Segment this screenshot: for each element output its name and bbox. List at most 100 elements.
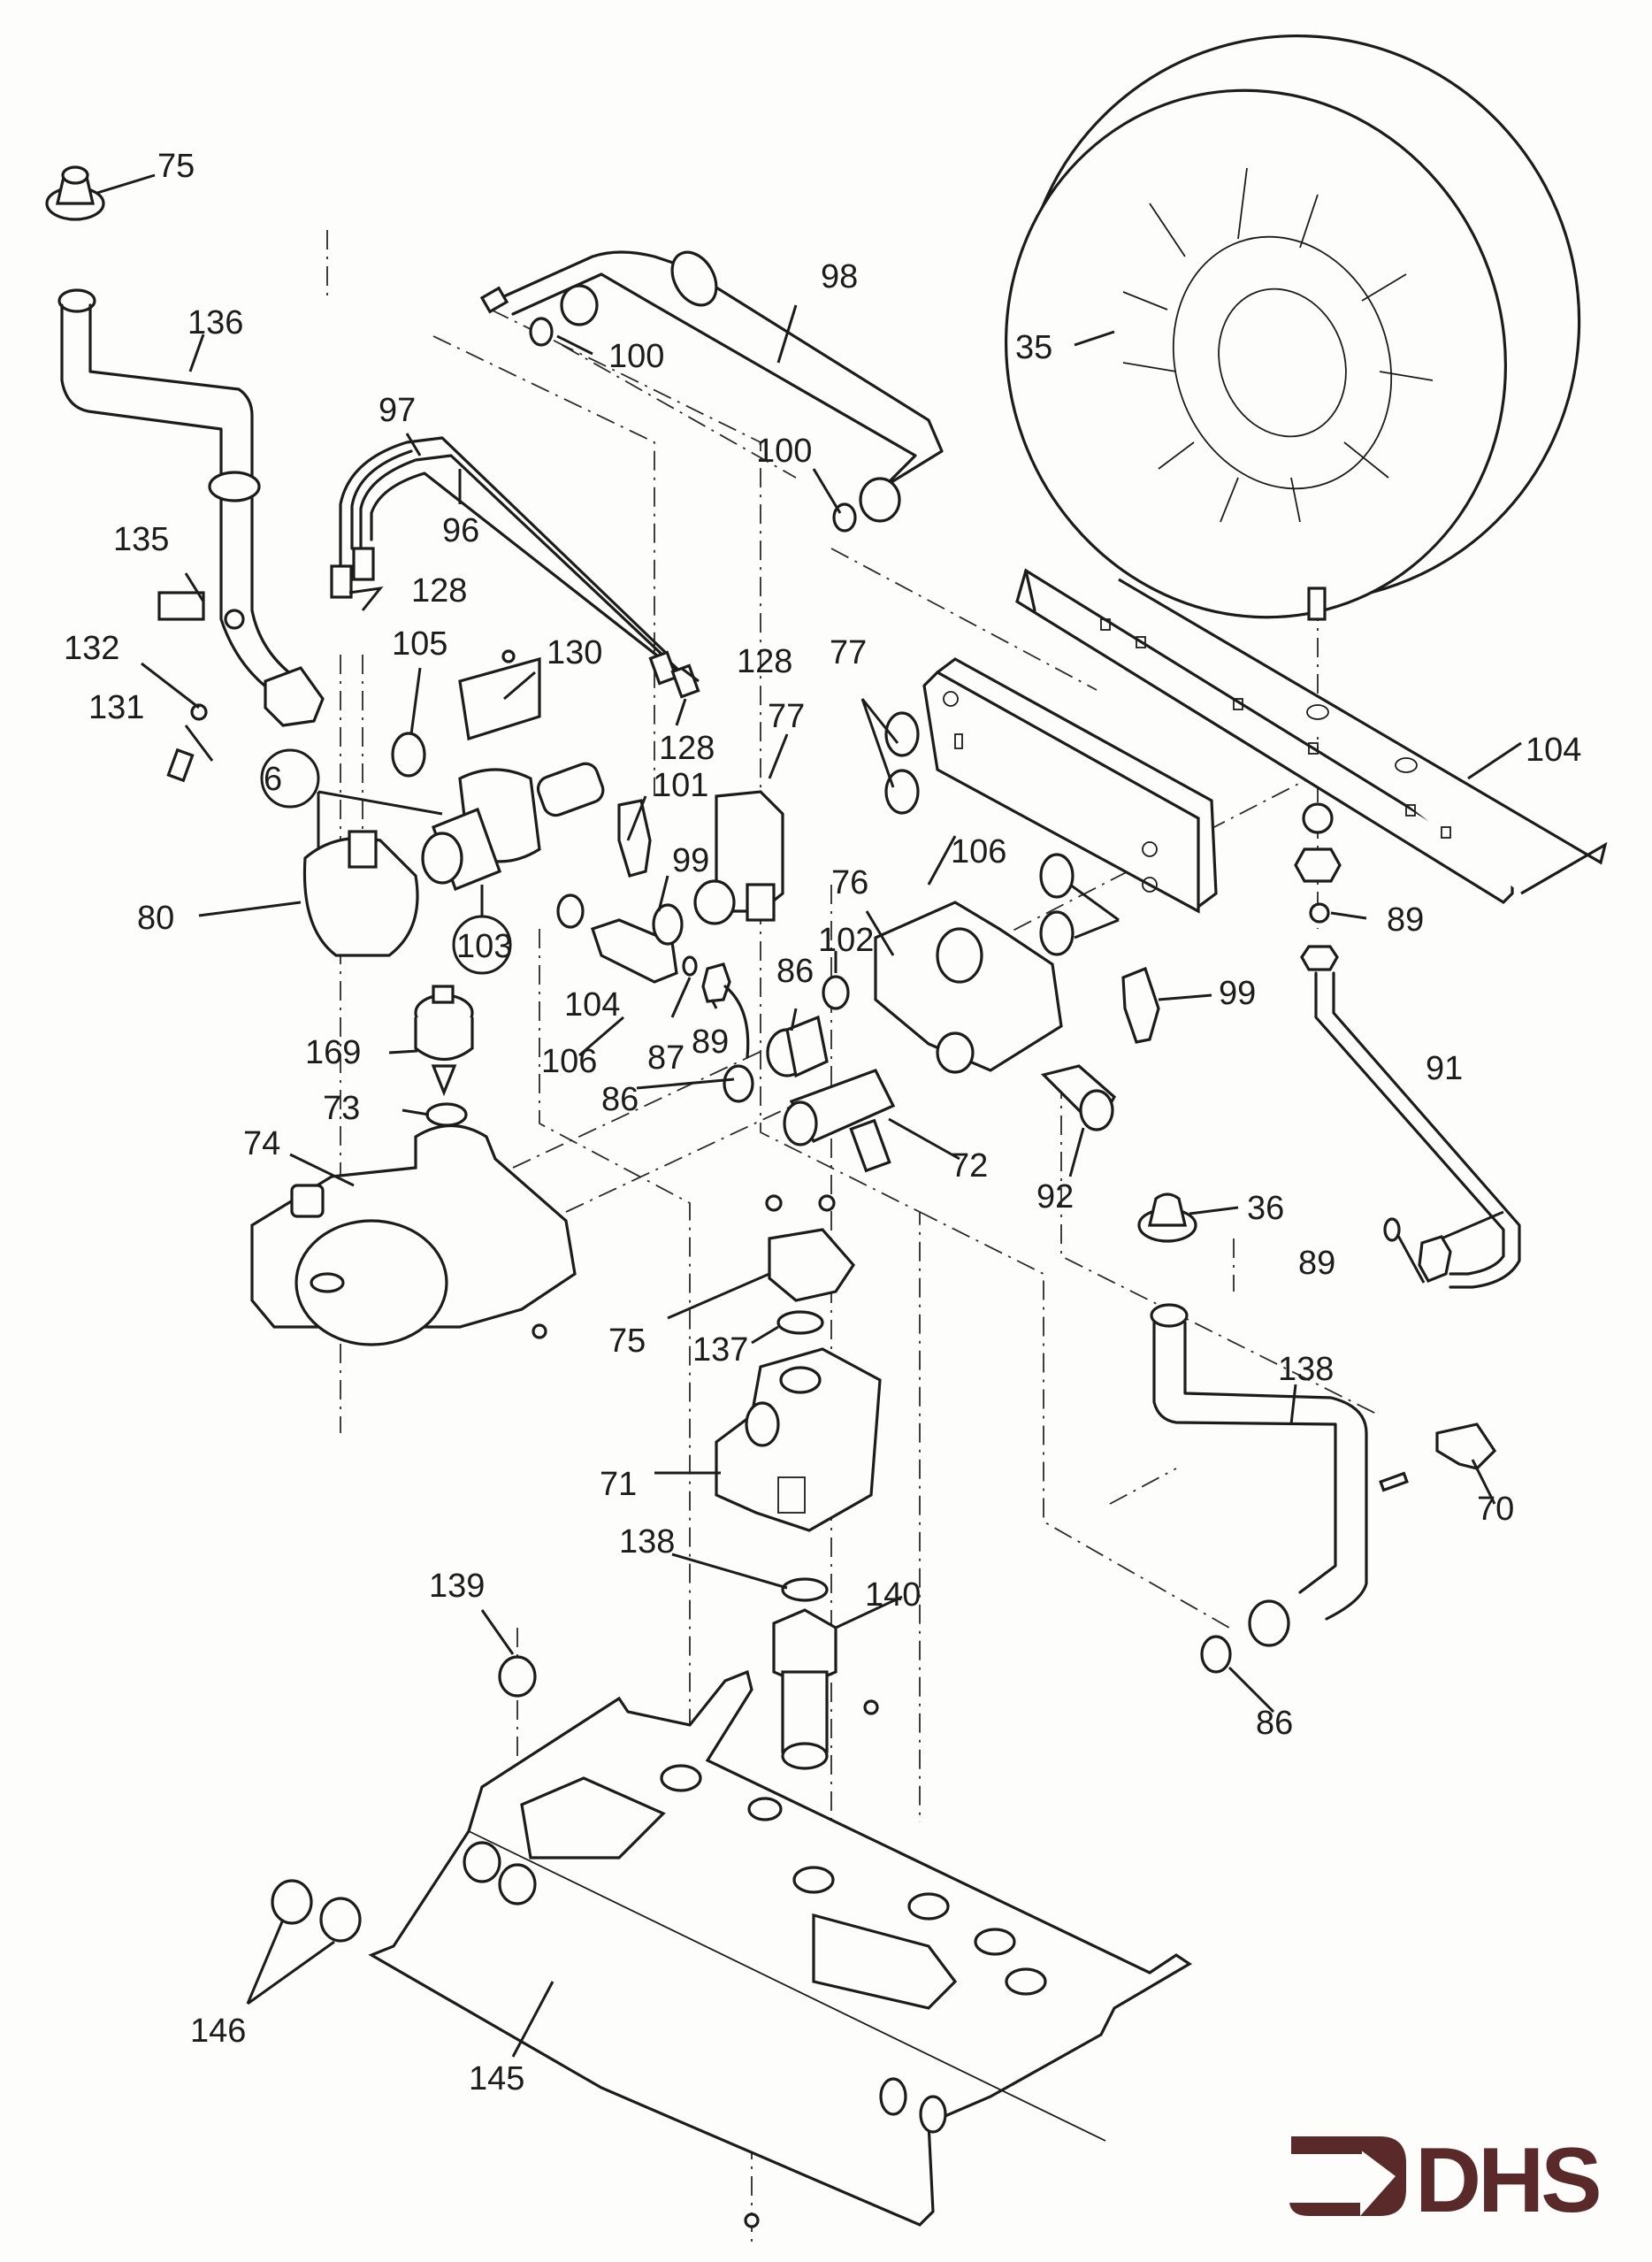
part-103-diverter-head [302,830,419,957]
part-77-seals [884,711,1075,956]
part-36-pipe [1314,971,1521,1289]
part-74-oring [425,1102,468,1127]
part-169-nut [701,962,731,1003]
part-71-clip [1379,1422,1497,1492]
label-140: 71 [600,1466,637,1503]
label-86-a: 102 [818,922,874,959]
part-130-bracket [458,649,541,741]
label-135: 135 [113,521,169,558]
part-104-valve-body [693,790,784,925]
part-145-grommets [271,1879,362,1943]
leader-lines [96,173,1522,2058]
label-70: 138 [1278,1351,1334,1388]
label-137: 75 [608,1323,646,1360]
part-99-clip-left [617,799,652,878]
part-91-drain-tap [1040,1064,1117,1131]
logo-text: DHS [1415,2132,1599,2220]
part-98-pipe [479,250,944,533]
label-92: 72 [951,1147,988,1185]
label-96: 96 [442,512,479,549]
label-89-b: 89 [1387,901,1424,939]
part-99-clip-right [1121,966,1160,1044]
label-98: 98 [821,258,858,295]
part-96-97-pipes [330,436,700,699]
label-97: 97 [379,392,416,429]
part-92-safety-valve [783,1069,896,1173]
label-106-b: 106 [541,1043,597,1080]
label-99-a: 101 [653,767,708,804]
part-87-adaptor [766,1015,829,1078]
label-102: 103 [456,928,512,965]
part-80-manifold [874,901,1063,1074]
label-136: 136 [187,304,243,341]
vessel-fixings [1294,802,1342,971]
label-86-c: 86 [1256,1705,1293,1742]
label-72: 74 [243,1125,280,1162]
part-75-grommet-top [45,165,105,221]
label-128-b: 128 [737,643,792,680]
arrow-logo-icon [1289,2136,1406,2216]
label-87: 86 [776,953,814,990]
part-140-gas-valve [715,1347,882,1532]
label-35: 35 [1015,329,1052,366]
callout-labels: 75 136 98 100 100 35 97 96 135 128 128 1… [64,148,1581,2097]
part-35-expansion-vessel [1004,34,1581,621]
part-104-connector [590,903,684,984]
label-100-a: 100 [608,338,664,375]
label-138-b: 138 [619,1523,675,1560]
label-76: 106 [951,833,1006,870]
label-36: 91 [1426,1050,1463,1087]
part-147-bottom-panel [368,1669,1193,2228]
label-89-c: 89 [1298,1245,1335,1282]
label-105: 105 [392,625,447,663]
part-70-pipe [1150,1303,1368,1647]
label-132: 132 [64,630,119,667]
label-128-c: 128 [659,730,715,767]
label-86-b: 86 [601,1081,639,1118]
part-139-gas-cock [772,1608,879,1770]
label-71: 70 [1477,1491,1514,1528]
label-73: 169 [305,1034,361,1071]
label-130: 130 [547,634,602,671]
part-75-grommet-right [1137,1192,1197,1243]
label-106-a: 99 [672,842,709,879]
part-136-pipe [57,288,325,727]
label-104-a: 77 [768,698,805,735]
label-99-b: 99 [1219,975,1256,1012]
label-146: 139 [429,1568,485,1605]
part-73-automatic-air-vent [414,985,474,1097]
label-169: 89 [692,1024,729,1061]
part-6-support-rail [1015,568,1608,905]
label-138-a: 137 [692,1331,748,1369]
part-86-oring-b [723,1064,754,1103]
label-74: 73 [323,1090,360,1127]
parts-131-132-135-sensors [157,591,245,783]
label-139: 140 [865,1576,921,1614]
label-77-a: 77 [830,634,867,671]
part-89-washer-mid [682,955,698,977]
part-169-capillary [723,985,750,1059]
part-146-clip [498,1655,537,1698]
label-80: 76 [831,864,868,901]
part-86-oring-c [1200,1635,1232,1674]
label-145: 146 [190,2013,246,2050]
label-131: 131 [88,689,144,726]
label-128-a: 128 [411,572,467,610]
label-147: 145 [469,2060,524,2097]
label-101: 6 [264,761,282,798]
label-100-b: 100 [756,433,812,470]
part-138-oring-top [776,1310,824,1335]
label-89-a: 87 [647,1039,685,1077]
callout-circle-101 [260,748,320,809]
part-76-plate-heat-exchanger [922,657,1218,914]
part-138-oring-bottom [781,1577,829,1602]
part-86-oring-a [822,975,850,1010]
part-137-gas-elbow [765,1194,856,1302]
label-75-right: 36 [1247,1190,1284,1227]
dhs-logo: DHS [1289,2132,1602,2220]
part-105-seal [391,732,426,778]
part-72-pump [250,1123,577,1346]
part-106-oring [556,893,585,929]
label-104-b: 104 [564,986,620,1024]
